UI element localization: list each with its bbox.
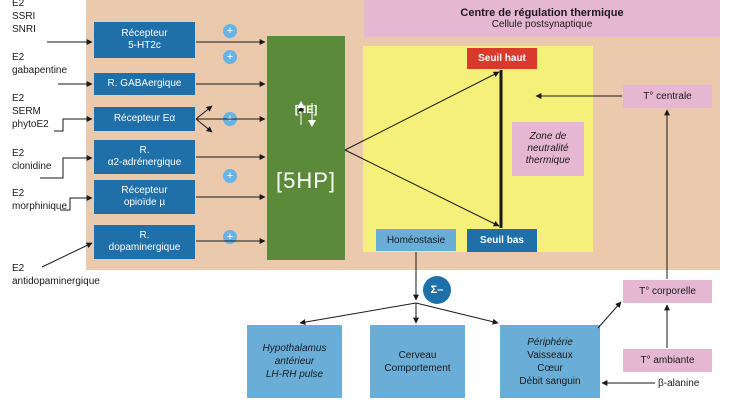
label-gabapentine: E2 gabapentine — [12, 52, 68, 76]
plus-icon: + — [223, 169, 237, 183]
peripherie-title: Périphérie — [527, 336, 573, 348]
hypothalamus-box: Hypothalamus antérieur LH-RH pulse — [247, 325, 342, 398]
plus-icon: + — [223, 230, 237, 244]
t-centrale-box: T° centrale — [623, 85, 712, 108]
plus-icon: + — [223, 112, 237, 126]
label-antidopaminergique: E2 antidopaminergique — [12, 263, 100, 287]
label-ssri-snri: E2 SSRI SNRI — [12, 0, 36, 35]
title-box: Centre de régulation thermique Cellule p… — [364, 0, 720, 37]
receptor-gaba: R. GABAergique — [94, 73, 195, 95]
seuil-bas-box: Seuil bas — [467, 229, 537, 252]
sigma-node: Σ– — [423, 276, 451, 304]
label-clonidine: E2 clonidine — [12, 148, 52, 172]
seuil-haut-box: Seuil haut — [467, 48, 537, 69]
t-corporelle-box: T° corporelle — [623, 280, 712, 303]
beta-alanine-label: β-alanine — [658, 378, 700, 389]
cerveau-box: Cerveau Comportement — [370, 325, 465, 398]
plus-icon: + — [223, 24, 237, 38]
peripherie-body: Vaisseaux Cœur Débit sanguin — [519, 349, 581, 387]
receptor-5ht2c: Récepteur 5-HT2c — [94, 22, 195, 58]
label-serm: E2 SERM phytoE2 — [12, 93, 49, 130]
title-sub: Cellule postsynaptique — [491, 18, 593, 30]
plus-icon: + — [223, 50, 237, 64]
receptor-alpha2: R. α2-adrénergique — [94, 140, 195, 174]
zone-neutralite-box: Zone de neutralité thermique — [512, 122, 584, 176]
homeostasie-box: Homéostasie — [376, 229, 456, 251]
peripherie-box: Périphérie Vaisseaux Cœur Débit sanguin — [500, 325, 600, 398]
hp-label: [5HP] — [275, 168, 337, 193]
receptor-opioid: Récepteur opioïde µ — [94, 180, 195, 214]
receptor-estrogen-alpha: Récepteur Eα — [94, 107, 195, 131]
title-main: Centre de régulation thermique — [460, 6, 624, 19]
receptor-dopamine: R. dopaminergique — [94, 225, 195, 259]
ne-label: [NE] — [294, 104, 318, 116]
label-morphinique: E2 morphinique — [12, 188, 68, 212]
hp-box: [NE] [5HP] — [267, 36, 345, 260]
t-ambiante-box: T° ambiante — [623, 349, 712, 372]
